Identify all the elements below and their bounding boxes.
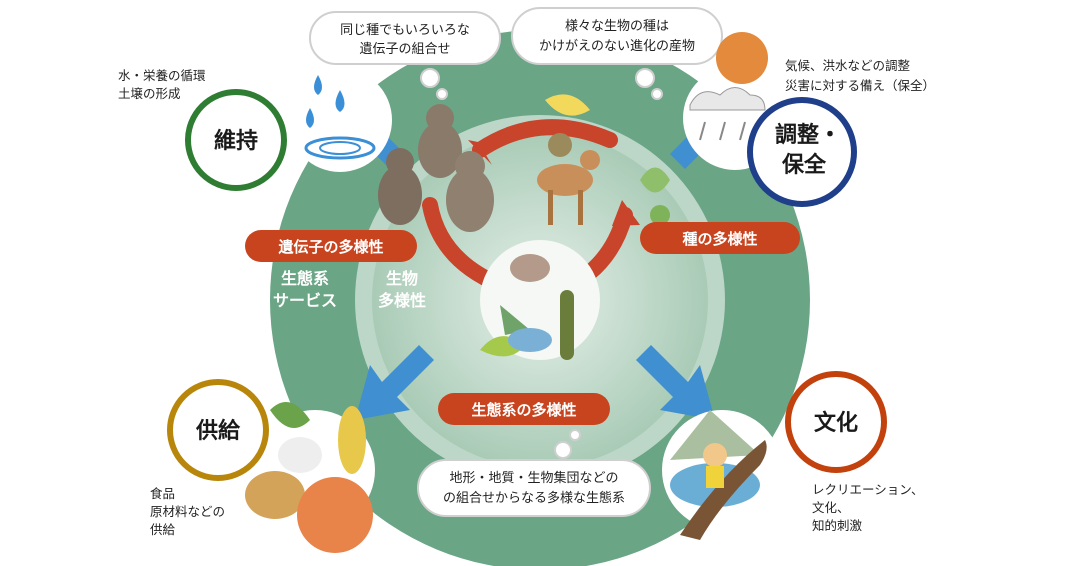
genetic-diversity-pill: 遺伝子の多様性	[245, 230, 417, 262]
ecosystem-service-line-1: 生態系	[281, 269, 329, 288]
regulate-note-2: 災害に対する備え（保全）	[785, 78, 935, 93]
ecosystem-service-ring-label: 生態系 サービス	[273, 269, 337, 310]
species-diversity-label: 種の多様性	[682, 230, 757, 248]
species-diversity-pill: 種の多様性	[640, 222, 800, 254]
genetic-diversity-label: 遺伝子の多様性	[277, 238, 383, 256]
culture-note-2: 文化、	[812, 500, 850, 515]
biodiversity-line-2: 多様性	[378, 291, 426, 310]
maintain-title: 維持	[214, 128, 258, 154]
ecosystem-thought-bubble: 地形・地質・生物集団などの の組合せからなる多様な生態系	[417, 429, 651, 517]
culture-note-1: レクリエーション、	[812, 482, 924, 497]
regulate-note-1: 気候、洪水などの調整	[785, 58, 911, 73]
maintain-illustration	[288, 68, 392, 172]
vegetables-icon	[245, 402, 373, 553]
supply-note-2: 原材料などの	[150, 504, 225, 519]
ecosystem-bubble-line-2: の組合せからなる多様な生態系	[443, 490, 625, 506]
supply-note-1: 食品	[150, 486, 175, 501]
regulate-category: 調整・ 保全	[747, 97, 857, 207]
supply-illustration	[245, 402, 375, 553]
maintain-note-1: 水・栄養の循環	[118, 68, 206, 83]
cycle-arrowhead-top	[468, 140, 492, 165]
supply-title: 供給	[195, 418, 241, 444]
culture-note-3: 知的刺激	[812, 518, 863, 533]
regulate-title-line-1: 調整・	[775, 122, 841, 148]
regulate-notes: 気候、洪水などの調整 災害に対する備え（保全）	[785, 58, 935, 93]
biodiversity-ring-label: 生物 多様性	[378, 269, 426, 310]
ecosystem-bubble-line-1: 地形・地質・生物集団などの	[449, 470, 618, 486]
maintain-note-2: 土壌の形成	[118, 86, 181, 101]
arrow-down-right	[636, 345, 715, 420]
culture-illustration	[662, 410, 782, 540]
species-bubble-line-2: かけがえのない進化の産物	[539, 38, 695, 54]
regulate-title-line-2: 保全	[781, 152, 827, 178]
maintain-notes: 水・栄養の循環 土壌の形成	[118, 68, 206, 101]
genetic-thought-bubble: 同じ種でもいろいろな 遺伝子の組合せ	[309, 11, 501, 100]
arrow-down-left	[355, 345, 434, 420]
water-drops-icon	[304, 75, 376, 160]
cycle-arrowhead-right	[612, 200, 640, 226]
supply-note-3: 供給	[150, 522, 176, 537]
species-bubble-line-1: 様々な生物の種は	[565, 18, 669, 34]
maintain-category: 維持	[185, 89, 287, 191]
culture-notes: レクリエーション、 文化、 知的刺激	[812, 482, 924, 533]
supply-category: 供給	[167, 379, 269, 481]
species-thought-bubble: 様々な生物の種は かけがえのない進化の産物	[511, 7, 723, 100]
cycle-arrow-top	[472, 119, 618, 158]
plants-ecosystem-icon	[480, 240, 600, 360]
ecosystem-diversity-label: 生態系の多様性	[471, 401, 576, 419]
sun-rain-icon	[689, 32, 768, 141]
biodiversity-line-1: 生物	[386, 269, 418, 288]
genetic-bubble-line-1: 同じ種でもいろいろな	[340, 22, 470, 38]
culture-title: 文化	[814, 410, 858, 436]
mountain-climber-icon	[670, 410, 767, 540]
ecosystem-service-line-2: サービス	[273, 291, 337, 310]
supply-notes: 食品 原材料などの 供給	[150, 486, 225, 537]
ecosystem-diversity-pill: 生態系の多様性	[438, 393, 610, 425]
animals-insects-icon	[537, 94, 670, 225]
culture-category: 文化	[785, 371, 887, 473]
bears-icon	[378, 104, 494, 232]
genetic-bubble-line-2: 遺伝子の組合せ	[359, 42, 450, 57]
